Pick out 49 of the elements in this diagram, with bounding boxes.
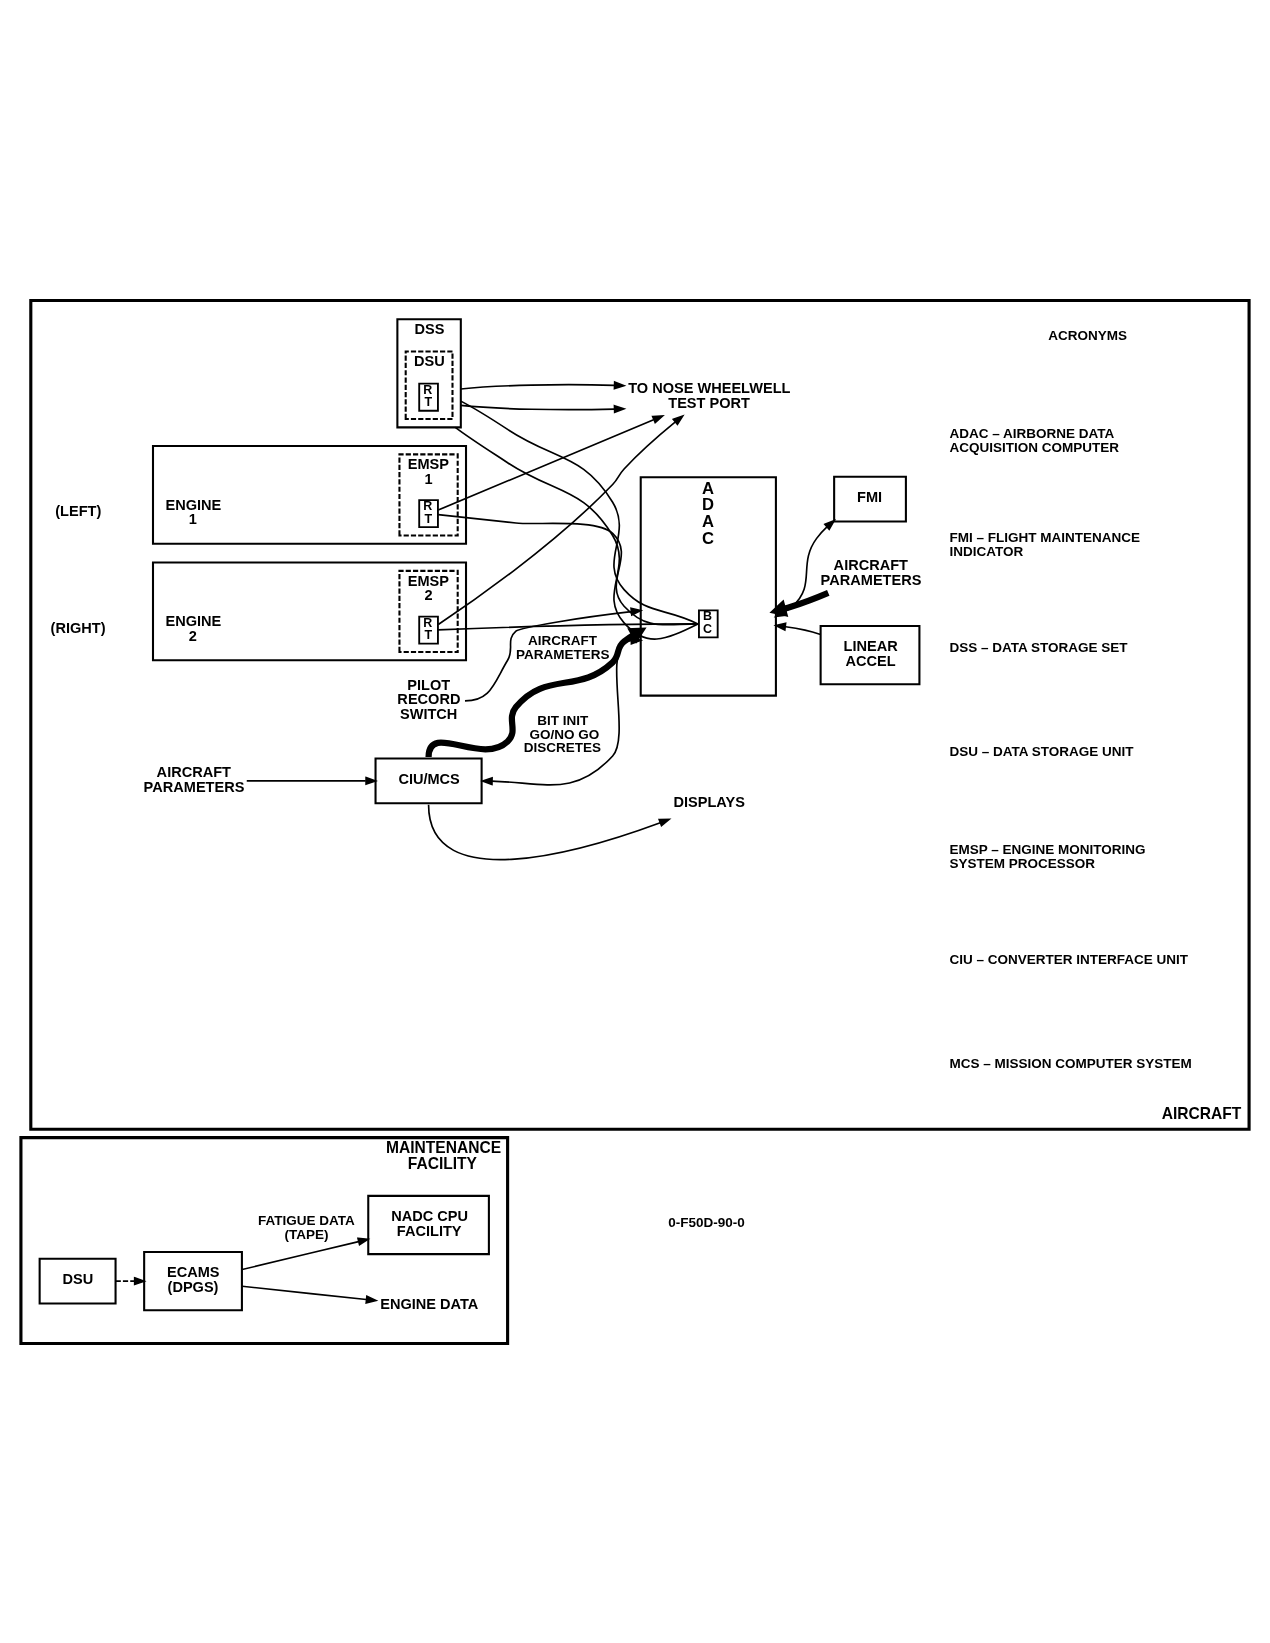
arrow xyxy=(241,1236,371,1270)
edge-label: FATIGUE DATA (TAPE) xyxy=(258,1212,355,1242)
edge-label: AIRCRAFT PARAMETERS xyxy=(515,632,610,662)
node-box: ECAMS (DPGS) xyxy=(143,1250,243,1311)
node-box: NADC CPU FACILITY xyxy=(367,1194,490,1255)
node-text: PILOT RECORD SWITCH xyxy=(397,676,461,722)
label: 0-F50D-90-0 xyxy=(668,1214,745,1230)
node-box: B C xyxy=(698,608,719,638)
arrow xyxy=(464,606,644,702)
node-box: LINEAR ACCEL xyxy=(819,624,921,685)
arrow xyxy=(114,1276,147,1286)
cluster xyxy=(151,444,468,545)
label: MCS – MISSION COMPUTER SYSTEM xyxy=(949,1055,1192,1071)
label: DSS – DATA STORAGE SET xyxy=(949,639,1128,655)
label: DSU – DATA STORAGE UNIT xyxy=(949,743,1134,759)
node-text: ENGINE DATA xyxy=(380,1295,479,1312)
node-text: AIRCRAFT PARAMETERS xyxy=(143,763,245,795)
node-text: TO NOSE WHEELWELL TEST PORT xyxy=(628,379,791,411)
arrow xyxy=(241,1284,379,1304)
node-box: R T xyxy=(418,382,439,412)
arrow xyxy=(437,413,685,625)
node-box: R T xyxy=(418,498,439,528)
arrow xyxy=(437,414,665,511)
node-text: ENGINE 2 xyxy=(165,612,222,644)
arrow xyxy=(245,776,378,785)
node-label: (LEFT) xyxy=(55,502,102,519)
arrow xyxy=(460,404,627,413)
node-text: ENGINE 1 xyxy=(165,496,222,527)
label: CIU – CONVERTER INTERFACE UNIT xyxy=(949,951,1189,967)
arrow xyxy=(427,803,672,860)
node-text: DISPLAYS xyxy=(673,793,745,810)
node-box: FMI xyxy=(833,475,907,522)
label: FMI – FLIGHT MAINTENANCE INDICATOR xyxy=(949,529,1141,559)
connector xyxy=(460,399,699,625)
node-text: AIRCRAFT PARAMETERS xyxy=(820,556,922,588)
node-box: CIU/MCS xyxy=(374,757,483,804)
node-box: DSU xyxy=(38,1257,117,1304)
label: ADAC – AIRBORNE DATA ACQUISITION COMPUTER xyxy=(949,425,1120,455)
connector xyxy=(454,426,699,640)
edge-label: BIT INIT GO/NO GO DISCRETES xyxy=(523,712,601,755)
node-box: R T xyxy=(418,615,439,645)
arrow xyxy=(460,380,627,390)
arrow xyxy=(773,621,822,635)
connector xyxy=(437,622,699,631)
cluster xyxy=(151,561,468,661)
arrow xyxy=(425,627,647,757)
node-label: (RIGHT) xyxy=(50,619,106,636)
label: ACRONYMS xyxy=(1048,327,1128,343)
label: EMSP – ENGINE MONITORING SYSTEM PROCESSOR xyxy=(949,841,1146,871)
